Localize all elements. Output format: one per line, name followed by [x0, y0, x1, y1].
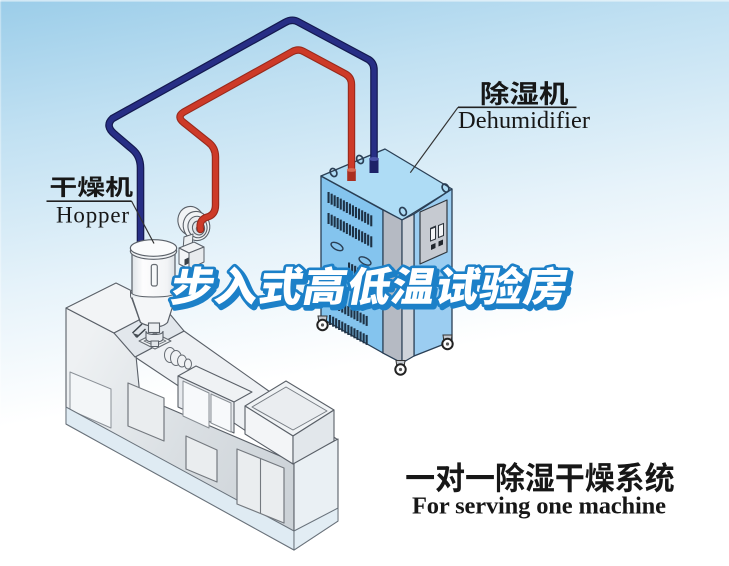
svg-text:Hopper: Hopper	[56, 203, 129, 228]
svg-text:For serving one machine: For serving one machine	[412, 493, 666, 520]
svg-text:Dehumidifier: Dehumidifier	[458, 107, 590, 134]
